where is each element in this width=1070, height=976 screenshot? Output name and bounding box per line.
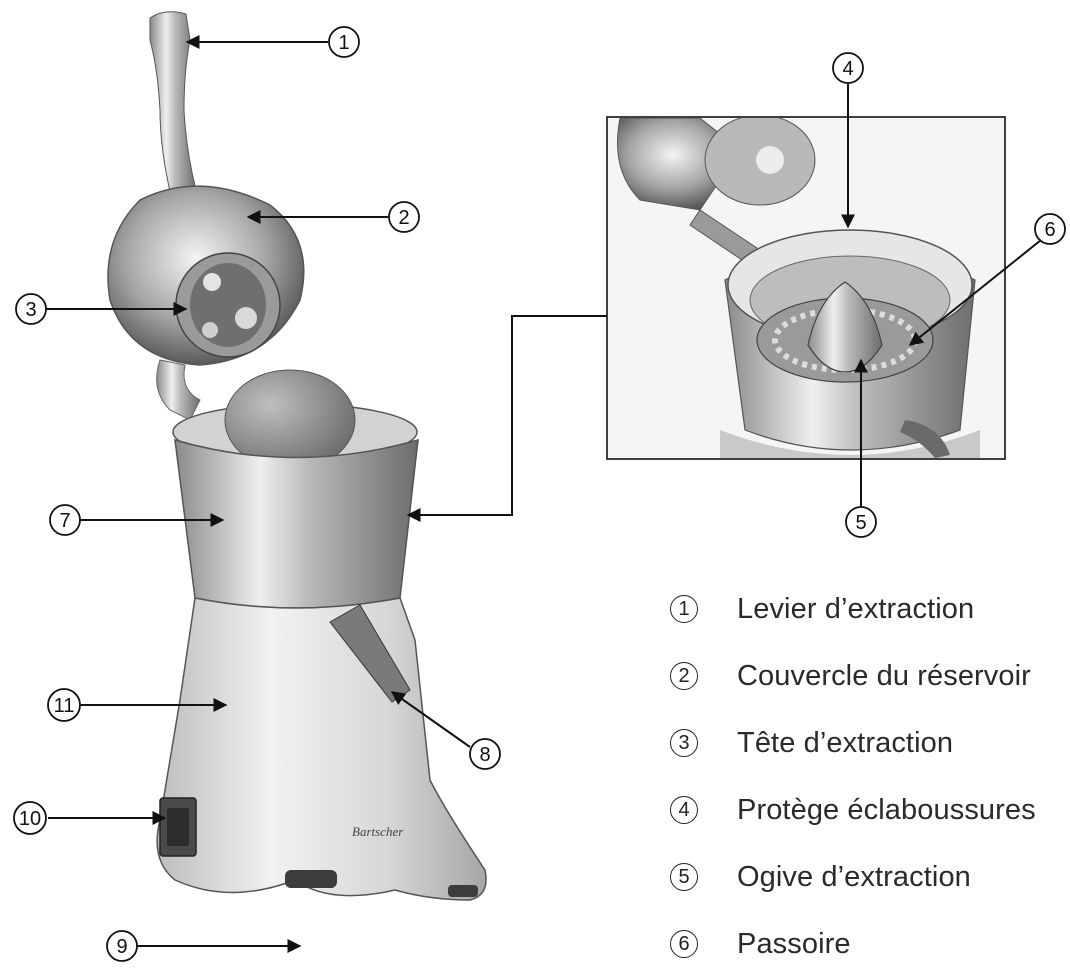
callout-5-label: 5 — [855, 512, 866, 534]
reamer-cone — [807, 281, 883, 373]
callout-11-label: 11 — [54, 695, 75, 717]
juicer-illustration: Bartscher — [107, 11, 487, 901]
stainless-bowl — [174, 438, 419, 609]
legend-item-5: 5 Ogive d’extraction — [670, 856, 971, 898]
callout-10: 10 — [13, 801, 47, 835]
legend-number: 4 — [670, 796, 698, 824]
inset-head-hole — [756, 146, 784, 174]
callout-7-label: 7 — [59, 510, 70, 532]
extraction-head-inner — [190, 263, 266, 347]
legend-label: Protège éclaboussures — [737, 793, 1036, 826]
legend-number: 3 — [670, 729, 698, 757]
callout-3: 3 — [15, 293, 47, 325]
callouts: 1 2 3 4 5 6 7 8 — [13, 26, 1066, 962]
legend-label: Levier d’extraction — [737, 592, 975, 625]
callout-3-label: 3 — [25, 299, 36, 321]
legend-item-6: 6 Passoire — [670, 923, 851, 965]
callout-8: 8 — [469, 738, 501, 770]
callout-7: 7 — [49, 504, 81, 536]
callout-1-label: 1 — [338, 32, 349, 54]
front-foot — [285, 870, 337, 888]
callout-1: 1 — [328, 26, 360, 58]
leader-lines — [46, 35, 1042, 953]
legend-number: 1 — [670, 595, 698, 623]
legend-item-1: 1 Levier d’extraction — [670, 588, 974, 630]
spout — [329, 604, 411, 703]
legend-label: Ogive d’extraction — [737, 860, 971, 893]
callout-2: 2 — [388, 201, 420, 233]
leader-inset — [406, 315, 607, 522]
legend-number: 2 — [670, 662, 698, 690]
inset-body — [720, 430, 980, 458]
leader-6 — [908, 239, 1042, 346]
callout-5: 5 — [845, 506, 877, 538]
callout-9-label: 9 — [116, 936, 127, 958]
parts-legend: 1 Levier d’extraction 2 Couvercle du rés… — [670, 588, 1070, 976]
legend-number: 5 — [670, 863, 698, 891]
legend-label: Couvercle du réservoir — [737, 659, 1031, 692]
inset-handle — [900, 420, 950, 458]
lever-handle — [149, 11, 197, 201]
callout-6: 6 — [1034, 213, 1066, 245]
power-switch-rocker — [167, 808, 189, 846]
legend-label: Passoire — [737, 927, 851, 960]
motor-housing — [156, 597, 487, 901]
legend-item-2: 2 Couvercle du réservoir — [670, 655, 1031, 697]
legend-item-3: 3 Tête d’extraction — [670, 722, 953, 764]
callout-2-label: 2 — [398, 207, 409, 229]
extraction-head-hole — [202, 322, 218, 338]
callout-6-label: 6 — [1044, 219, 1055, 241]
callout-11: 11 — [47, 688, 81, 722]
callout-10-label: 10 — [19, 808, 41, 830]
leader-8 — [390, 691, 471, 748]
device-brand: Bartscher — [352, 824, 404, 839]
legend-number: 6 — [670, 930, 698, 958]
callout-8-label: 8 — [479, 744, 490, 766]
callout-4: 4 — [832, 52, 864, 84]
lid-arm — [156, 359, 201, 421]
callout-4-label: 4 — [842, 58, 853, 80]
rear-foot — [448, 885, 478, 897]
extraction-head-hole — [203, 273, 221, 291]
callout-9: 9 — [106, 930, 138, 962]
legend-item-4: 4 Protège éclaboussures — [670, 789, 1036, 831]
legend-label: Tête d’extraction — [737, 726, 954, 759]
extraction-head-hole — [235, 307, 257, 329]
detail-inset — [606, 116, 1006, 460]
